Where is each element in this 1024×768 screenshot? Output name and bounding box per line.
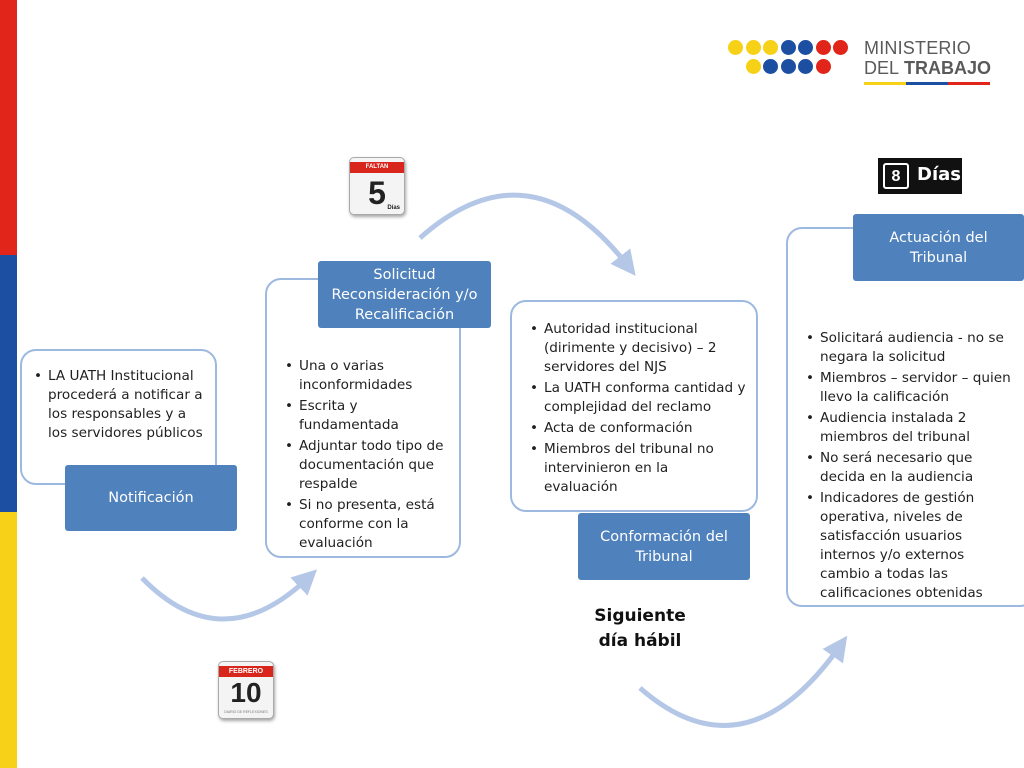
step-solicitud-bullets: Una o varias inconformidades Escrita y f… [285, 357, 451, 553]
arrow-notificacion-to-solicitud [140, 569, 318, 622]
ministerio-logo: MINISTERIO DEL TRABAJO [728, 38, 998, 90]
step-actuacion-label: Actuación del Tribunal [853, 214, 1024, 281]
calendar-icon: 8 [883, 163, 909, 189]
step-notificacion-bullets: LA UATH Institucional procederá a notifi… [34, 367, 205, 443]
calendar-icon: FEBRERO 10 DIARIO DE REFLEXIONES [218, 661, 274, 719]
bullet: Si no presenta, está conforme con la eva… [285, 496, 451, 553]
dias-badge-text: Días [917, 164, 961, 185]
logo-dot [745, 40, 761, 55]
dias-badge: 8 Días [878, 158, 962, 194]
logo-dot [780, 59, 796, 74]
bullet: Autoridad institucional (dirimente y dec… [530, 320, 746, 377]
step-actuacion-bullets: Solicitará audiencia - no se negara la s… [806, 329, 1014, 603]
calendar-febrero-number: 10 [230, 677, 262, 708]
logo-line-2a: DEL [864, 58, 900, 78]
calendar-faltan-number: 5 [368, 175, 386, 211]
logo-line-2: DEL TRABAJO [864, 58, 991, 78]
bullet: Miembros – servidor – quien llevo la cal… [806, 369, 1014, 407]
logo-dot [798, 59, 813, 74]
calendar-faltan-suffix: Días [387, 205, 400, 211]
arrow-conformacion-to-actuacion [638, 635, 848, 728]
logo-dot [815, 59, 831, 74]
bullet: LA UATH Institucional procederá a notifi… [34, 367, 205, 443]
logo-dot [815, 40, 831, 55]
calendar-faltan-body: 5 Días [350, 173, 404, 214]
logo-dot [798, 40, 813, 55]
logo-dots [728, 38, 853, 78]
logo-dot [728, 40, 743, 55]
step-notificacion-label: Notificación [65, 465, 237, 531]
bullet: No será necesario que decida en la audie… [806, 449, 1014, 487]
logo-stripe [864, 82, 990, 85]
logo-line-1: MINISTERIO [864, 38, 972, 58]
logo-dot [833, 40, 848, 55]
step-conformacion-bullets: Autoridad institucional (dirimente y dec… [530, 320, 746, 497]
logo-dot [763, 59, 778, 74]
logo-dot [745, 59, 761, 74]
step-solicitud-label: Solicitud Reconsideración y/o Recalifica… [318, 261, 491, 328]
bullet: Indicadores de gestión operativa, nivele… [806, 489, 1014, 603]
logo-line-2b: TRABAJO [904, 58, 992, 78]
step-conformacion-box: Autoridad institucional (dirimente y dec… [510, 300, 758, 512]
flag-stripe-blue [0, 255, 17, 512]
calendar-febrero-footer: DIARIO DE REFLEXIONES [224, 710, 268, 714]
arrow-solicitud-to-conformacion [418, 192, 636, 276]
bullet: Miembros del tribunal no intervinieron e… [530, 440, 746, 497]
next-day-label: Siguiente día hábil [594, 606, 686, 651]
bullet: Solicitará audiencia - no se negara la s… [806, 329, 1014, 367]
bullet: Acta de conformación [530, 419, 746, 438]
calendar-icon: FALTAN 5 Días [349, 157, 405, 215]
bullet: Audiencia instalada 2 miembros del tribu… [806, 409, 1014, 447]
bullet: Una o varias inconformidades [285, 357, 451, 395]
bullet: La UATH conforma cantidad y complejidad … [530, 379, 746, 417]
flag-stripe-yellow [0, 512, 17, 768]
step-actuacion-box: Solicitará audiencia - no se negara la s… [786, 227, 1024, 607]
logo-text: MINISTERIO DEL TRABAJO [864, 38, 991, 78]
step-conformacion-label: Conformación del Tribunal [578, 513, 750, 580]
flag-stripe-red [0, 0, 17, 255]
calendar-faltan-header: FALTAN [350, 162, 404, 173]
bullet: Escrita y fundamentada [285, 397, 451, 435]
calendar-febrero-header: FEBRERO [219, 666, 273, 677]
logo-dot [763, 40, 778, 55]
bullet: Adjuntar todo tipo de documentación que … [285, 437, 451, 494]
logo-dot [780, 40, 796, 55]
